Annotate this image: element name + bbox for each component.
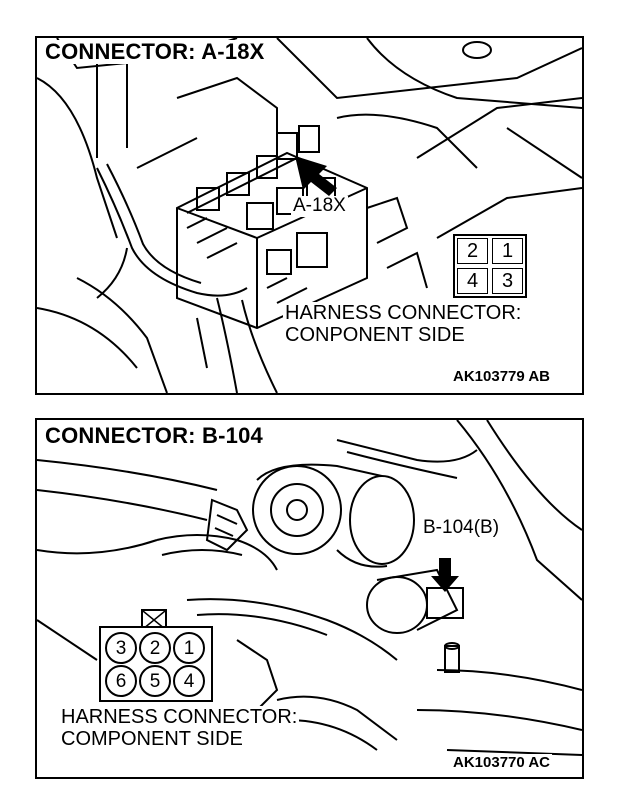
figure-code: AK103770 AC <box>451 754 552 771</box>
connector-body: 3 2 1 6 5 4 <box>99 626 213 702</box>
connector-face-6pin: 3 2 1 6 5 4 <box>99 609 213 702</box>
engine-bay-illustration <box>37 38 582 393</box>
harness-note: HARNESS CONNECTOR: COMPONENT SIDE <box>59 706 300 750</box>
panel-title: CONNECTOR: A-18X <box>41 39 269 65</box>
panel-title: CONNECTOR: B-104 <box>41 423 267 449</box>
connector-panel-a18x: CONNECTOR: A-18X A-18X 2 1 4 3 HARNESS C… <box>35 36 584 395</box>
pin-label: 6 <box>105 665 137 697</box>
harness-note-line2: COMPONENT SIDE <box>61 728 243 750</box>
harness-note-line1: HARNESS CONNECTOR: <box>61 706 298 728</box>
pin-label: 4 <box>457 268 488 294</box>
pin-label: 2 <box>139 632 171 664</box>
figure-code: AK103779 AB <box>451 368 552 385</box>
connector-callout-label: A-18X <box>291 195 348 217</box>
pin-label: 1 <box>492 238 523 264</box>
harness-note-line1: HARNESS CONNECTOR: <box>285 302 522 324</box>
harness-note: HARNESS CONNECTOR: CONPONENT SIDE <box>283 302 524 346</box>
pin-label: 3 <box>105 632 137 664</box>
pin-label: 1 <box>173 632 205 664</box>
pin-label: 5 <box>139 665 171 697</box>
connector-panel-b104: CONNECTOR: B-104 B-104(B) 3 2 1 6 5 4 HA… <box>35 418 584 779</box>
pin-label: 3 <box>492 268 523 294</box>
harness-note-line2: CONPONENT SIDE <box>285 324 465 346</box>
connector-face-4pin: 2 1 4 3 <box>453 234 527 298</box>
pin-label: 2 <box>457 238 488 264</box>
engine-bay-illustration <box>37 420 582 756</box>
connector-lock-key <box>141 609 167 631</box>
pin-label: 4 <box>173 665 205 697</box>
connector-callout-label: B-104(B) <box>421 517 502 539</box>
